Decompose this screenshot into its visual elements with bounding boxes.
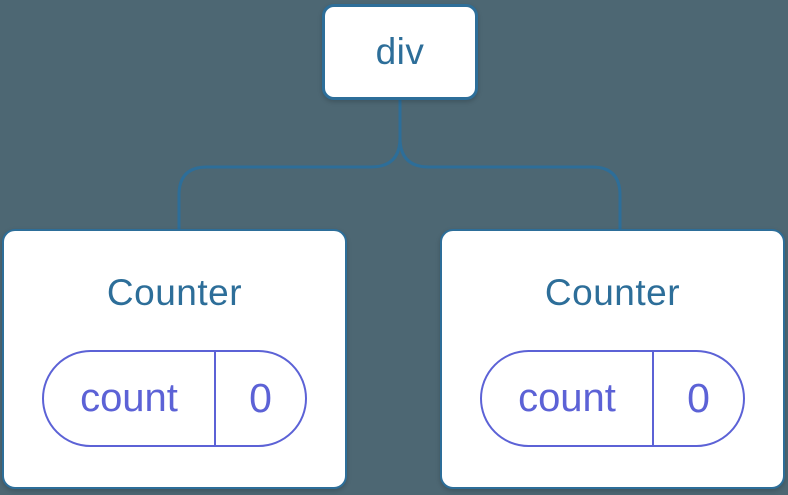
- root-node: div: [322, 4, 478, 100]
- state-value: 0: [249, 374, 272, 421]
- connector-root-to-left-counter: [177, 100, 402, 230]
- state-key: count: [44, 351, 216, 445]
- state-key: count: [482, 351, 654, 445]
- counter-card-right: Counter count 0: [440, 229, 785, 489]
- counter-title: Counter: [106, 272, 243, 313]
- state-pill: count 0: [480, 349, 745, 447]
- state-pill: count 0: [42, 349, 307, 447]
- connector-root-to-right-counter: [398, 100, 622, 230]
- counter-card-left: Counter count 0: [2, 229, 347, 489]
- state-value: 0: [687, 374, 710, 421]
- root-node-label: div: [375, 31, 425, 72]
- counter-title: Counter: [544, 272, 681, 313]
